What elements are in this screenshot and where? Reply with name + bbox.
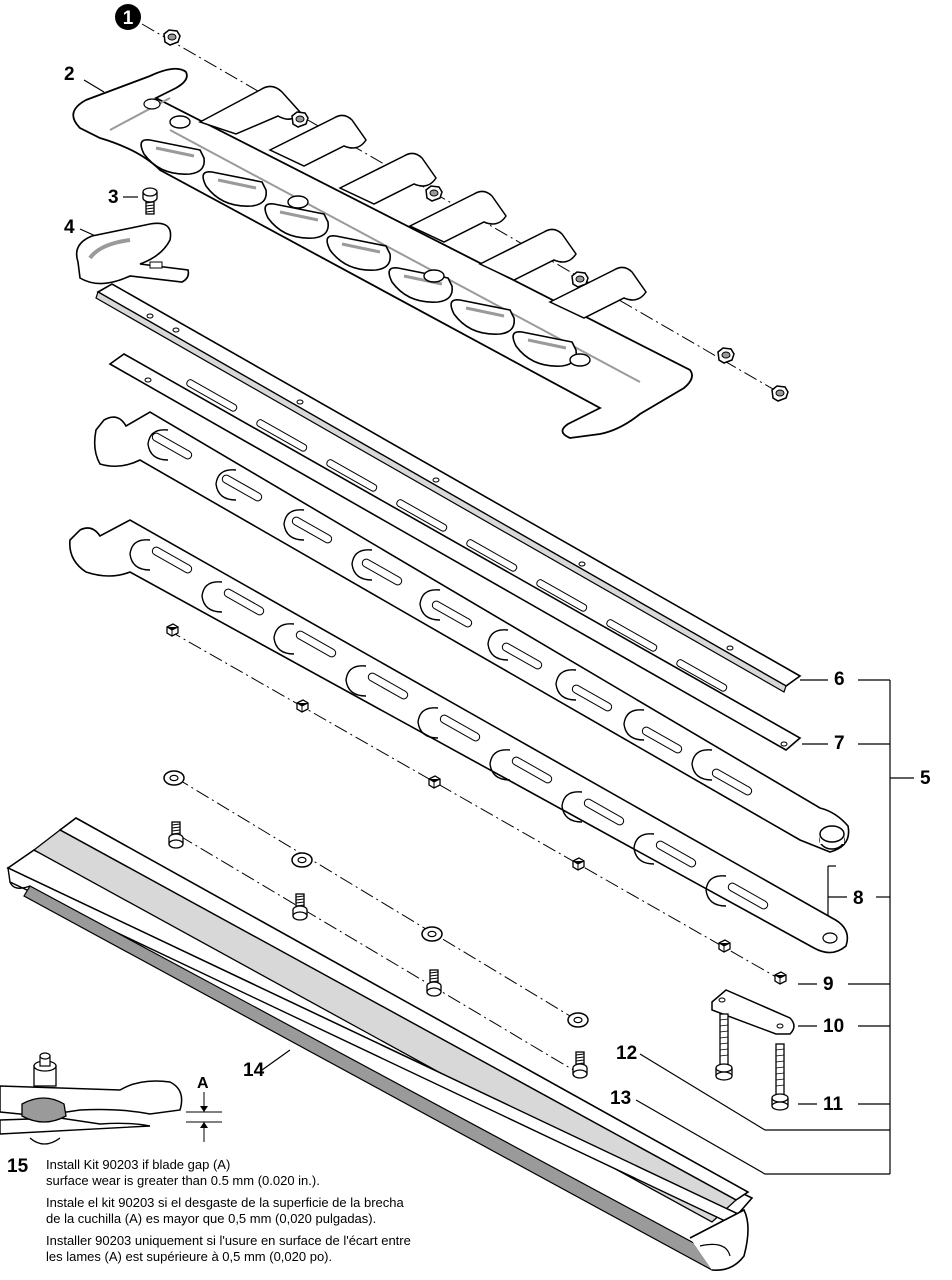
callout-3: 3 [108, 187, 119, 208]
bar-6 [95, 283, 802, 693]
note-es-line-1: Instale el kit 90203 si el desgaste de l… [46, 1195, 404, 1210]
callout-13: 13 [610, 1088, 631, 1109]
gap-label-a: A [197, 1075, 209, 1092]
clip-plate-10 [711, 989, 795, 1035]
screw-3 [142, 187, 158, 215]
blade-gap-inset [0, 1052, 222, 1145]
guard-4 [75, 222, 190, 285]
cutter-plate-lower [69, 519, 849, 954]
callout-9: 9 [823, 974, 834, 995]
callout-6: 6 [834, 669, 845, 690]
callout-7: 7 [834, 733, 845, 754]
callout-4: 4 [64, 217, 75, 238]
callout-5: 5 [920, 768, 931, 789]
callout-14: 14 [243, 1060, 265, 1081]
spacer-strip-7 [108, 353, 802, 751]
note-fr-line-1: Installer 90203 uniquement si l'usure en… [46, 1233, 411, 1248]
note-fr-line-2: les lames (A) est supérieure à 0,5 mm (0… [46, 1249, 333, 1264]
callout-11: 11 [823, 1094, 844, 1115]
callout-2: 2 [64, 64, 75, 85]
note-en-line-1: Install Kit 90203 if blade gap (A) [46, 1157, 231, 1172]
long-bolts-11 [715, 1013, 789, 1111]
callout-15: 15 [7, 1156, 29, 1177]
callout-10: 10 [823, 1016, 844, 1037]
top-blade [72, 67, 693, 439]
channel-rail-14 [6, 817, 754, 1272]
callout-12: 12 [616, 1043, 637, 1064]
note-es-line-2: de la cuchilla (A) es mayor que 0,5 mm (… [46, 1211, 377, 1226]
svg-text:1: 1 [123, 8, 134, 29]
callout-1: 1 [115, 4, 141, 30]
instruction-note: Install Kit 90203 if blade gap (A) surfa… [46, 1157, 411, 1265]
cutter-plate-upper [93, 411, 850, 853]
callout-8: 8 [853, 888, 864, 909]
note-en-line-2: surface wear is greater than 0.5 mm (0.0… [46, 1173, 320, 1188]
